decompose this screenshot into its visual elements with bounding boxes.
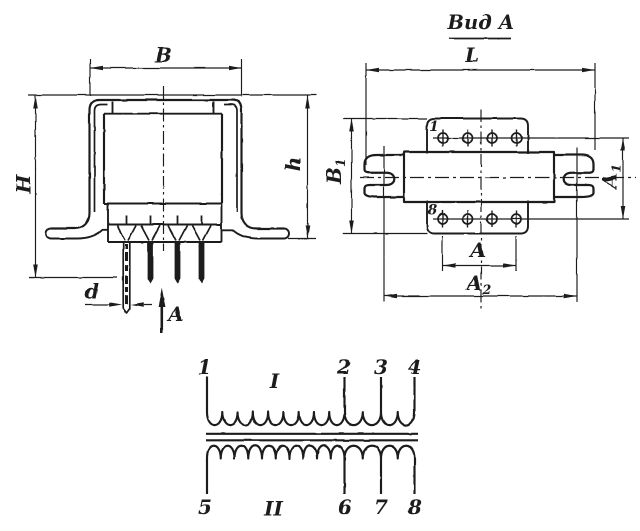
schematic-pin-2: 2 [336, 355, 351, 379]
primary-leads [205, 377, 416, 412]
dim-a2-label: A2 [465, 271, 492, 298]
left-mounting-tab [363, 153, 404, 199]
dim-l-arrow-right [582, 67, 595, 73]
pin-funnels [116, 225, 212, 241]
schematic-pin-1: 1 [198, 355, 212, 379]
pin-8-label: 8 [428, 203, 438, 219]
dim-a1-arrow-top [620, 138, 626, 151]
dim-a2-arrow-right [564, 293, 577, 299]
view-arrow-label: A [166, 302, 184, 326]
front-view: B H h d A [12, 43, 316, 333]
strap-inner-right [224, 103, 238, 212]
winding-schematic: 1 2 3 4 I 5 II 6 7 8 [198, 355, 423, 521]
schematic-pin-3: 3 [374, 355, 388, 379]
pin-1-outline [122, 242, 131, 314]
core-outline [402, 150, 556, 204]
dim-b1-label: B1 [322, 158, 349, 185]
schematic-core-lines [206, 432, 418, 442]
dim-l-lines [365, 63, 596, 165]
right-foot-bottom [222, 228, 284, 240]
dim-b-lines [89, 59, 243, 97]
pin-3 [174, 242, 181, 284]
dim-a-arrow-right [503, 263, 516, 268]
top-pin-plate [426, 117, 529, 154]
dim-h-body-arrow-top [305, 95, 310, 109]
dim-h-total-arrow-bottom [33, 264, 38, 278]
view-a: Вид А 1 8 L B1 [322, 11, 636, 310]
left-foot-bottom [51, 228, 108, 240]
right-foot-end [283, 227, 290, 240]
schematic-pin-4: 4 [408, 355, 422, 379]
right-mounting-tab [554, 153, 595, 199]
dim-b1-arrow-top [349, 118, 354, 132]
secondary-winding [205, 444, 416, 460]
view-arrow-head [158, 287, 166, 307]
dim-h-total-label: H [12, 173, 36, 194]
primary-winding-label: I [269, 369, 280, 393]
dim-b-arrow-right [228, 65, 242, 71]
pin-4 [198, 242, 205, 284]
dim-d-label: d [85, 279, 99, 303]
dim-h-total-arrow-top [33, 95, 38, 109]
pin-cross-ticks [442, 129, 518, 228]
core-side-edges [102, 113, 224, 204]
dim-a1-arrow-bottom [620, 206, 626, 219]
dim-b-arrow-left [90, 65, 103, 71]
pin-1-label: 1 [429, 119, 439, 135]
strap-inner-left [93, 103, 108, 212]
pin-row-axis-lines [433, 137, 629, 220]
schematic-pin-7: 7 [374, 495, 388, 519]
dim-h-total-lines [29, 95, 117, 279]
pin-2 [147, 242, 154, 284]
dim-d-arrow-left [109, 302, 123, 307]
dim-l-label: L [464, 43, 479, 67]
view-a-title: Вид А [447, 11, 515, 34]
schematic-pin-6: 6 [338, 495, 352, 519]
bottom-pin-plate [426, 200, 529, 235]
schematic-pin-5: 5 [198, 495, 212, 519]
pin-stubs [125, 215, 203, 225]
dim-a-label: A [468, 238, 486, 262]
dim-a2-lines [383, 146, 578, 302]
secondary-leads [205, 458, 416, 494]
dim-h-body-lines [288, 95, 316, 240]
dim-b-label: B [154, 43, 172, 67]
dim-a1-label: A1 [598, 164, 625, 191]
primary-winding [205, 410, 416, 427]
dim-h-body-arrow-bottom [305, 225, 310, 239]
strap-outer-contour [51, 98, 284, 230]
schematic-pin-8: 8 [407, 495, 422, 519]
secondary-winding-label: II [263, 497, 283, 521]
pin-header-block [107, 203, 223, 243]
bobbin-top-flange [104, 101, 222, 115]
dim-b1-lines [343, 117, 427, 235]
dim-a2-arrow-left [384, 293, 397, 299]
dim-h-body-label: h [281, 157, 305, 172]
dim-d-arrow-right [130, 302, 144, 307]
left-foot-end [45, 227, 52, 240]
dim-l-arrow-left [366, 67, 379, 73]
dim-b1-arrow-bottom [349, 220, 354, 234]
dim-a-arrow-left [442, 263, 456, 268]
